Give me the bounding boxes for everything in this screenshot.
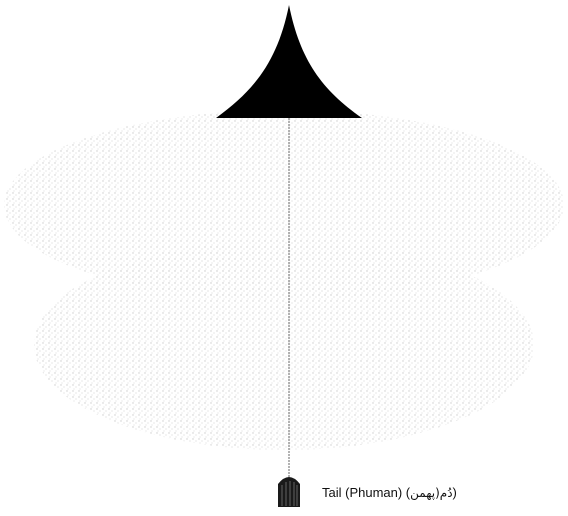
tail-label-close: ) — [453, 485, 457, 500]
tail-label-urdu: دُم(پھمن — [410, 486, 452, 500]
kite-head — [216, 5, 362, 118]
tail-label-english: Tail (Phuman) ( — [322, 485, 410, 500]
kite-body-lower-lobe — [34, 240, 534, 450]
tail-tip — [278, 477, 300, 507]
tail-label: Tail (Phuman) (دُم(پھمن) — [322, 484, 457, 502]
